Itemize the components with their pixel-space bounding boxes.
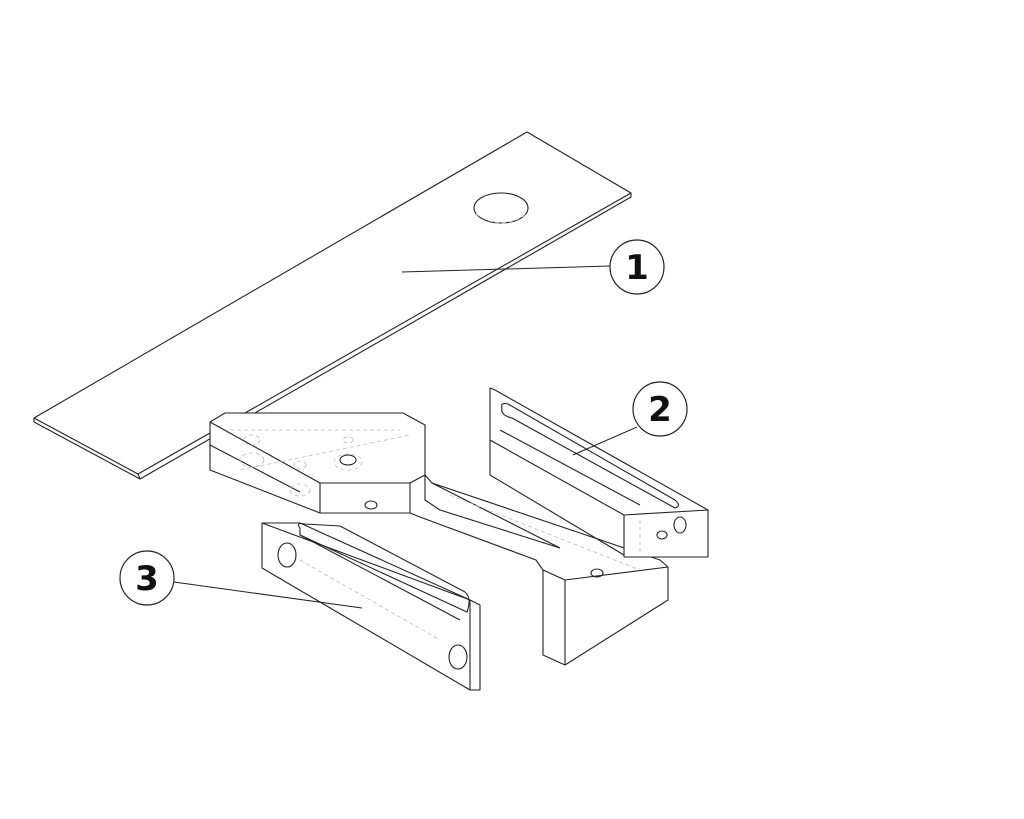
main-bracket (209, 412, 669, 666)
part-3-bracket (261, 522, 481, 691)
part-2-bracket (489, 387, 709, 558)
balloon-1-label: 1 (625, 248, 649, 288)
balloon-2-label: 2 (648, 390, 672, 430)
leader-3 (173, 581, 363, 609)
balloon-2: 2 (632, 381, 688, 437)
part-1-plate (33, 131, 632, 480)
balloon-3-label: 3 (135, 559, 159, 599)
leader-1 (401, 265, 611, 273)
balloon-1: 1 (609, 239, 665, 295)
balloon-3: 3 (119, 550, 175, 606)
leader-2 (572, 426, 638, 456)
